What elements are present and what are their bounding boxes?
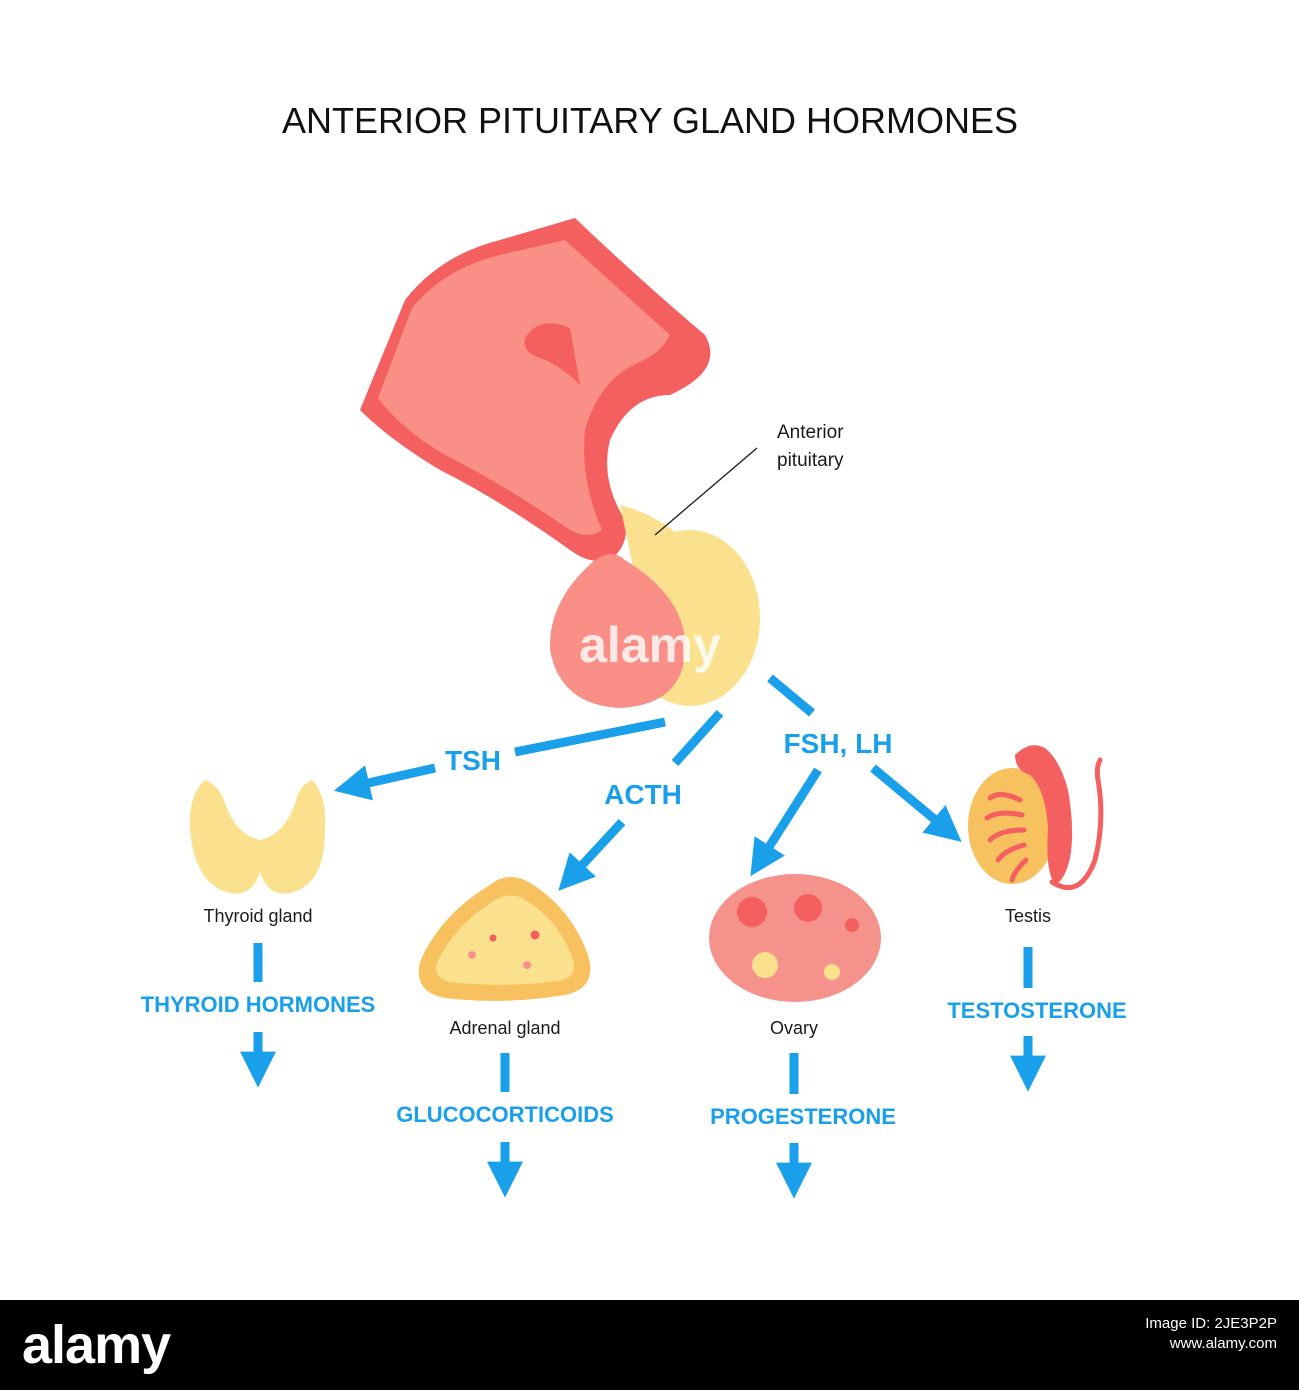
hypothalamus-fill: [378, 240, 670, 535]
anterior-pituitary-label-line2: pituitary: [777, 450, 844, 471]
adrenal-dot: [489, 934, 497, 942]
testis-arrow: [870, 764, 962, 842]
pituitary-gland-illustration: alamy: [360, 218, 760, 708]
ovary-follicle: [845, 918, 859, 932]
ovary-corpus-luteum: [752, 952, 778, 978]
thyroid-gland-illustration: [189, 780, 326, 894]
testis-tubules: [984, 792, 1029, 883]
ovary-corpus-luteum: [824, 964, 840, 980]
posterior-lobe: [549, 554, 686, 708]
vas-deferens: [1049, 757, 1104, 891]
adrenal-gland-label: Adrenal gland: [449, 1018, 560, 1038]
tsh-arrow-segment-2: [333, 763, 436, 801]
ovary-follicle: [794, 894, 822, 922]
anterior-pituitary-leader-line: [654, 447, 758, 536]
thyroid-shape: [189, 780, 326, 894]
adrenal-inner: [435, 895, 574, 985]
footer-image-id: Image ID: 2JE3P2P www.alamy.com: [1145, 1314, 1277, 1354]
acth-label: ACTH: [604, 779, 682, 810]
ovary-arrow: [750, 767, 822, 877]
glucocorticoids-label: GLUCOCORTICOIDS: [396, 1102, 614, 1127]
testosterone-label: TESTOSTERONE: [947, 998, 1126, 1023]
pituitary-hormones-diagram: ANTERIOR PITUITARY GLAND HORMONES alamy …: [141, 100, 1127, 1199]
tropic-arrows: [333, 674, 962, 891]
ovary-label: Ovary: [770, 1018, 818, 1038]
fsh-lh-arrow-segment-1: [767, 674, 815, 717]
ovary-follicle: [737, 897, 767, 927]
epididymis: [1015, 745, 1073, 885]
stock-footer: alamy Image ID: 2JE3P2P www.alamy.com: [0, 1300, 1299, 1390]
tsh-label: TSH: [445, 745, 501, 776]
ovary-illustration: [709, 874, 881, 1002]
progesterone-label: PROGESTERONE: [710, 1104, 896, 1129]
page-title: ANTERIOR PITUITARY GLAND HORMONES: [282, 100, 1018, 141]
anterior-pituitary-label-line1: Anterior: [777, 422, 844, 443]
tsh-arrow-segment-1: [514, 717, 666, 757]
adrenal-dot: [468, 951, 476, 959]
image-id-text: Image ID: 2JE3P2P: [1145, 1315, 1277, 1332]
watermark: alamy: [579, 617, 721, 673]
fsh-lh-label: FSH, LH: [784, 728, 893, 759]
ovary-shape: [709, 874, 881, 1002]
adrenal-dot: [523, 961, 531, 969]
testis-label: Testis: [1005, 906, 1051, 926]
acth-arrow-segment-2: [558, 818, 626, 891]
footer-logo: alamy: [22, 1315, 171, 1375]
testis-illustration: [968, 745, 1104, 891]
adrenal-dot: [530, 930, 540, 940]
thyroid-gland-label: Thyroid gland: [203, 906, 312, 926]
site-url[interactable]: www.alamy.com: [1169, 1335, 1277, 1352]
adrenal-gland-illustration: [418, 876, 591, 1001]
thyroid-hormones-label: THYROID HORMONES: [141, 992, 376, 1017]
acth-arrow-segment-1: [671, 709, 724, 767]
hypothalamus-inner-fold: [524, 323, 580, 385]
